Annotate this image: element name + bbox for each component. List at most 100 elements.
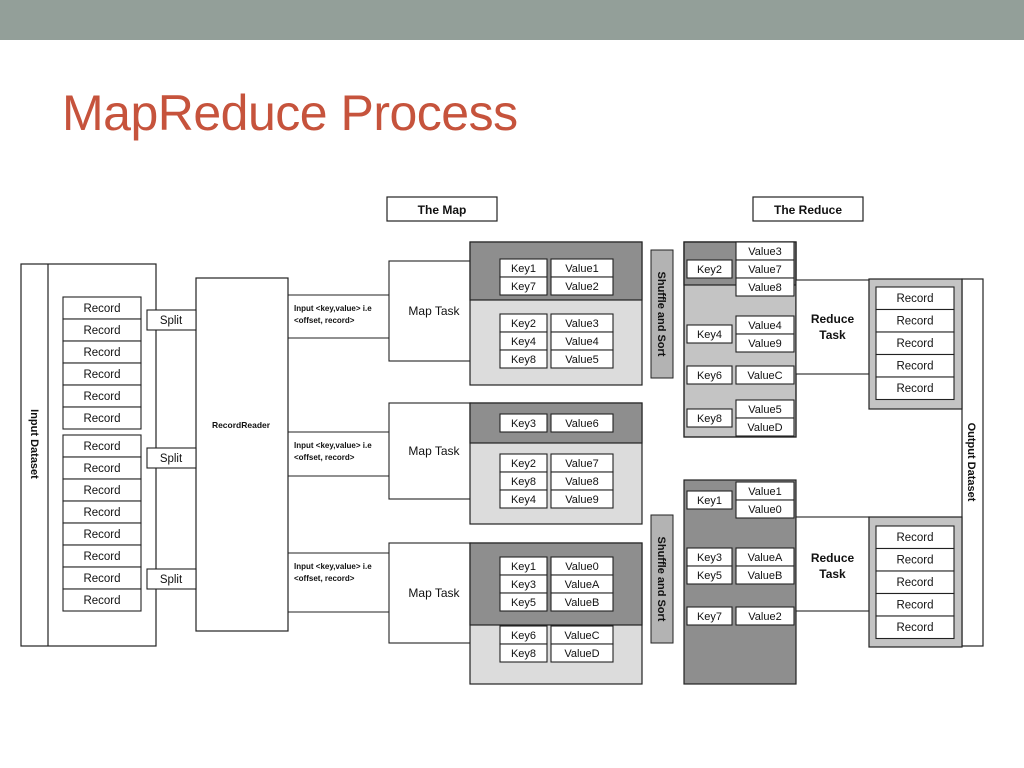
map-value-label: Value3 (565, 318, 598, 330)
split-label: Split (160, 574, 183, 586)
map-key-label: Key1 (511, 561, 536, 573)
shuffle-sort-bar-2 (650, 514, 674, 644)
output-record-box (875, 615, 955, 640)
reduce-value-label: Value2 (748, 611, 781, 623)
map-value-label: Value6 (565, 418, 598, 430)
input-record-label: Record (83, 595, 120, 607)
output-record-label: Record (896, 361, 933, 373)
reduce-key-label: Key3 (697, 552, 722, 564)
output-record-label: Record (896, 555, 933, 567)
map-value-box (550, 413, 614, 433)
map-key-label: Key3 (511, 579, 536, 591)
reduce-key-box (686, 365, 733, 385)
input-kv-label: <offset, record> (294, 453, 355, 462)
output-record-label: Record (896, 622, 933, 634)
map-value-label: Value0 (565, 561, 598, 573)
map-value-label: ValueA (565, 579, 600, 591)
the-map-label: The Map (418, 203, 467, 217)
reduce-task-box (795, 279, 870, 375)
map-key-box (499, 413, 548, 433)
input-record-label: Record (83, 529, 120, 541)
reduce-task-label: Task (819, 328, 846, 342)
map-value-label: ValueB (565, 597, 600, 609)
the-reduce-label: The Reduce (774, 203, 842, 217)
output-record-label: Record (896, 338, 933, 350)
input-kv-label: Input <key,value> i.e (294, 562, 372, 571)
split-box (146, 568, 197, 590)
map-key-label: Key7 (511, 281, 536, 293)
reduce-value-label: Value9 (748, 338, 781, 350)
reduce-value-label: Value1 (748, 486, 781, 498)
map-key-label: Key2 (511, 458, 536, 470)
input-record-label: Record (83, 485, 120, 497)
map-value-label: ValueC (564, 630, 599, 642)
map-key-label: Key8 (511, 648, 536, 660)
split-box (146, 447, 197, 469)
the-map-box (386, 196, 498, 222)
map-task-label: Map Task (408, 304, 460, 318)
reduce-key-label: Key4 (697, 329, 722, 341)
input-record-label: Record (83, 303, 120, 315)
input-kv-label: <offset, record> (294, 574, 355, 583)
output-dataset-label: Output Dataset (965, 423, 977, 502)
split-box (146, 309, 197, 331)
map-value-box (550, 276, 614, 296)
record-reader-label: RecordReader (212, 420, 271, 430)
input-kv-label: Input <key,value> i.e (294, 304, 372, 313)
reduce-key-box (686, 565, 733, 585)
map-value-box (550, 349, 614, 369)
input-record-label: Record (83, 551, 120, 563)
reduce-key-box (686, 324, 733, 344)
diagram-generated: RecordRecordRecordRecordRecordRecordReco… (62, 241, 963, 685)
map-value-label: Value5 (565, 354, 598, 366)
reduce-value-label: Value3 (748, 246, 781, 258)
reduce-task-label: Task (819, 567, 846, 581)
map-value-box (550, 592, 614, 612)
input-dataset-label: Input Dataset (28, 409, 40, 479)
map-value-label: Value8 (565, 476, 598, 488)
output-record-label: Record (896, 577, 933, 589)
map-task-label: Map Task (408, 586, 460, 600)
map-value-box (550, 489, 614, 509)
reduce-value-label: Value0 (748, 504, 781, 516)
reduce-key-label: Key2 (697, 264, 722, 276)
input-record-label: Record (83, 573, 120, 585)
reduce-value-box (735, 277, 795, 297)
reduce-value-label: Value8 (748, 282, 781, 294)
map-task-label: Map Task (408, 444, 460, 458)
reduce-value-label: Value5 (748, 404, 781, 416)
output-record-box (875, 376, 955, 401)
map-value-label: ValueD (564, 648, 599, 660)
shuffle-sort-bar-1 (650, 249, 674, 379)
split-label: Split (160, 315, 183, 327)
top-banner (0, 0, 1024, 40)
input-record-label: Record (83, 507, 120, 519)
output-record-label: Record (896, 383, 933, 395)
input-record-box (62, 406, 142, 430)
reduce-key-label: Key8 (697, 413, 722, 425)
reduce-value-label: Value4 (748, 320, 781, 332)
map-value-label: Value2 (565, 281, 598, 293)
input-record-label: Record (83, 347, 120, 359)
map-value-label: Value4 (565, 336, 598, 348)
split-label: Split (160, 453, 183, 465)
reduce-task-box (795, 516, 870, 612)
map-key-label: Key1 (511, 263, 536, 275)
reduce-value-label: ValueD (747, 422, 782, 434)
output-record-label: Record (896, 600, 933, 612)
map-key-label: Key4 (511, 336, 536, 348)
map-key-label: Key8 (511, 476, 536, 488)
output-dataset-frame (961, 278, 984, 647)
map-key-label: Key5 (511, 597, 536, 609)
record-reader-box (195, 277, 289, 632)
reduce-value-box (735, 333, 795, 353)
map-key-box (499, 349, 548, 369)
input-kv-label: Input <key,value> i.e (294, 441, 372, 450)
reduce-key-label: Key5 (697, 570, 722, 582)
input-record-label: Record (83, 325, 120, 337)
map-key-box (499, 592, 548, 612)
input-record-label: Record (83, 441, 120, 453)
map-key-label: Key6 (511, 630, 536, 642)
map-key-label: Key3 (511, 418, 536, 430)
input-record-label: Record (83, 369, 120, 381)
